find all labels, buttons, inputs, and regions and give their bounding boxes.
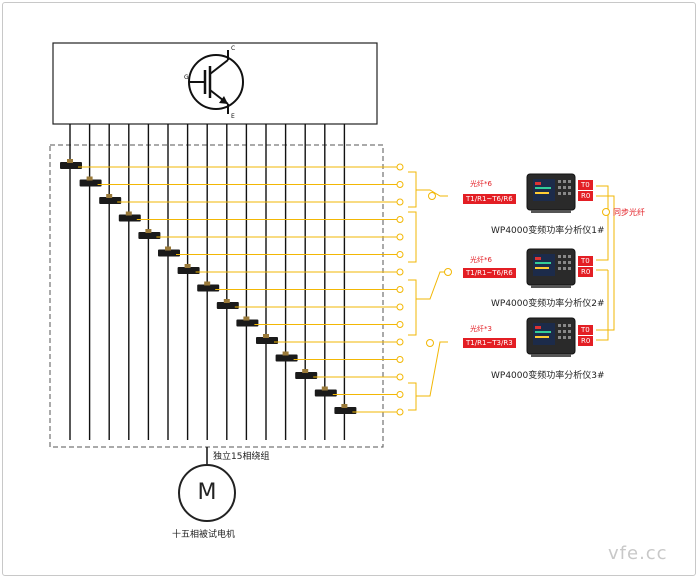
channel-box-3: T1/R1~T3/R3 — [463, 338, 516, 348]
channel-box-1: T1/R1~T6/R6 — [463, 194, 516, 204]
analyzer-caption-1: WP4000变频功率分析仪1# — [491, 226, 605, 236]
current-sensor — [314, 389, 337, 397]
current-sensor — [79, 179, 102, 187]
pin-c-label: C — [231, 45, 235, 52]
current-sensor — [334, 407, 357, 414]
fiber-connector-icon — [396, 286, 404, 293]
fiber-tag-1: 光纤*6 — [470, 180, 492, 188]
inverter-box — [52, 42, 378, 125]
port-t0-1: T0 — [578, 180, 593, 190]
sensor-tab — [223, 299, 230, 303]
port-r0-3: R0 — [578, 336, 594, 346]
current-sensor — [256, 337, 278, 344]
fiber-bracket-group-1 — [408, 171, 448, 263]
current-sensor — [118, 214, 141, 222]
fiber-tag-3: 光纤*3 — [470, 325, 492, 333]
sensor-tab — [282, 351, 289, 356]
fiber-bracket-group-3 — [408, 341, 448, 411]
analyzer-caption-2: WP4000变频功率分析仪2# — [491, 299, 605, 309]
watermark: vfe.cc — [608, 543, 668, 564]
sensor-tab — [243, 316, 250, 321]
fiber-connector-icon — [396, 303, 404, 311]
sensor-tab — [86, 176, 93, 181]
sync-fiber-links — [596, 185, 615, 341]
sensor-tab — [321, 386, 328, 391]
sensor-tab — [106, 194, 113, 198]
sensor-tab — [184, 264, 191, 268]
power-analyzer-device — [526, 248, 576, 288]
current-sensor — [295, 372, 318, 379]
current-sensor — [158, 249, 180, 257]
igbt-transistor-icon — [188, 50, 244, 114]
current-sensor — [177, 267, 200, 274]
power-analyzer-device — [526, 173, 576, 213]
power-analyzer-device — [526, 317, 576, 357]
current-sensor — [236, 319, 259, 327]
motor-letter: M — [197, 480, 217, 505]
channel-box-2: T1/R1~T6/R6 — [463, 268, 516, 278]
analyzer-caption-3: WP4000变频功率分析仪3# — [491, 371, 605, 381]
fiber-connector-icon — [396, 391, 404, 398]
fiber-tag-2: 光纤*6 — [470, 256, 492, 264]
pin-g-label: G — [184, 74, 189, 81]
sensor-enclosure — [49, 144, 384, 448]
current-sensor — [275, 354, 298, 362]
sensor-tab — [67, 159, 73, 163]
current-sensor — [138, 232, 161, 239]
port-r0-1: R0 — [578, 191, 594, 201]
fiber-connector-icon — [396, 198, 404, 206]
fiber-bracket-group-2 — [408, 271, 448, 336]
motor-symbol: M — [178, 464, 236, 522]
sensor-tab — [165, 246, 171, 251]
current-sensor — [99, 197, 122, 204]
sync-connector-icon — [602, 208, 610, 216]
port-t0-2: T0 — [578, 256, 593, 266]
pin-e-label: E — [231, 113, 235, 120]
sensor-tab — [263, 334, 269, 338]
fiber-connector-icon — [396, 338, 404, 346]
current-sensor — [197, 284, 220, 292]
fiber-connector-icon — [396, 268, 404, 276]
winding-label: 独立15相绕组 — [213, 452, 270, 462]
fiber-connector-icon — [396, 321, 404, 328]
sensor-tab — [204, 281, 211, 286]
sensor-tab — [125, 211, 132, 216]
current-sensor — [216, 302, 239, 309]
fiber-connector-icon — [396, 373, 404, 381]
sensor-tab — [302, 369, 309, 373]
port-t0-3: T0 — [578, 325, 593, 335]
fiber-connector-icon — [396, 251, 404, 258]
fiber-connector-icon — [396, 181, 404, 188]
fiber-connector-icon — [426, 192, 452, 347]
fiber-connector-icon — [396, 216, 404, 223]
fiber-connector-icon — [396, 233, 404, 241]
current-sensor — [60, 162, 82, 169]
sensor-tab — [341, 404, 348, 408]
fiber-connector-icon — [396, 163, 404, 171]
sensor-tab — [145, 229, 152, 233]
port-r0-2: R0 — [578, 267, 594, 277]
fiber-connector-icon — [396, 408, 404, 416]
sync-fiber-label: 同步光纤 — [613, 208, 645, 217]
fiber-connector-icon — [396, 356, 404, 363]
motor-caption: 十五相被试电机 — [172, 530, 236, 540]
